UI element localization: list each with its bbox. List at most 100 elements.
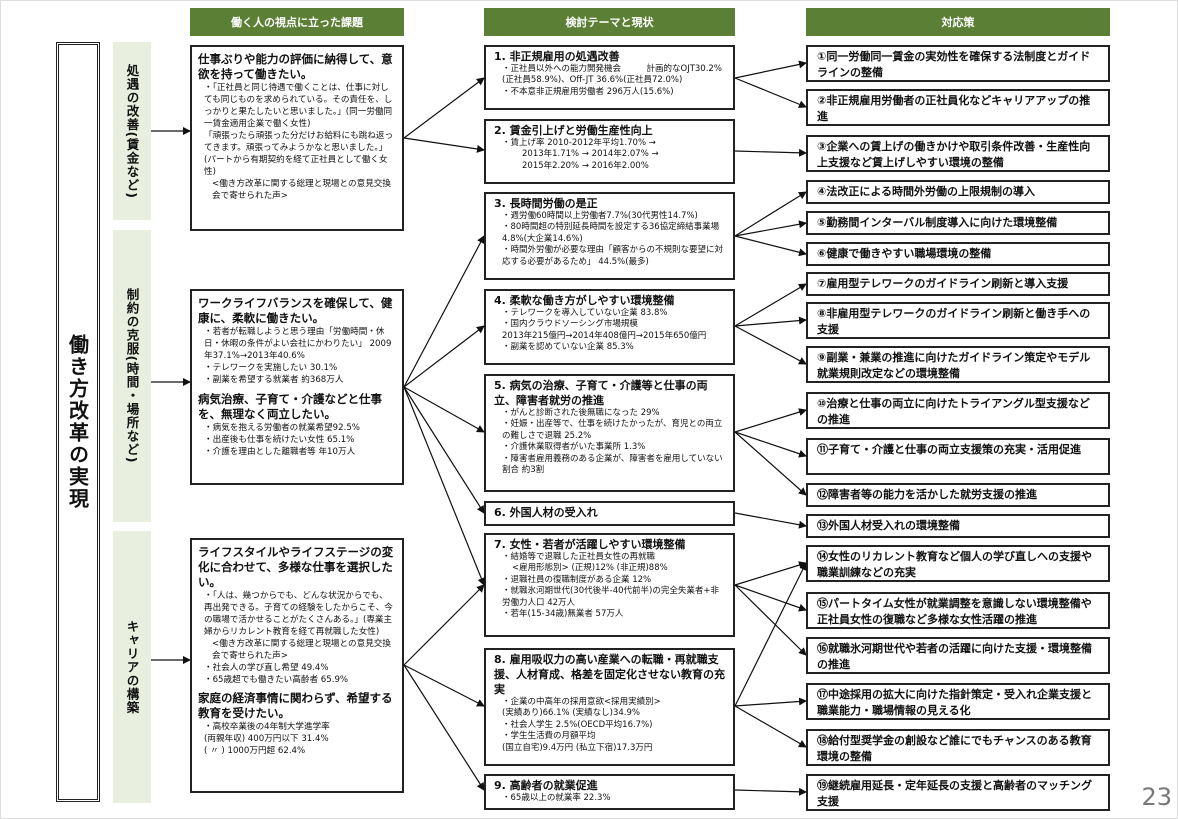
response-box-13: ⑬外国人材受入れの環境整備 [806,514,1110,538]
issue-box-1: 仕事ぶりや能力の評価に納得して、意欲を持って働きたい。 ・「正社員と同じ待遇で働… [190,45,404,231]
arrow [403,664,485,707]
response-box-3: ③企業への賃上げの働きかけや取引条件改善・生産性向上支援など賃上げしやすい環境の… [806,135,1110,172]
main-title-box: 働き方改革の実現 [56,42,100,802]
issue-detail: ・若者が転職しようと思う理由「労働時間・休日・休暇の条件がよい会社にかわりたい」… [204,327,392,361]
theme-title: 5. 病気の治療、子育て・介護等と仕事の両立、障害者就労の推進 [494,379,708,407]
arrow [403,584,485,666]
theme-box-6: 6. 外国人材の受入れ [484,501,735,526]
theme-detail: 2013年215億円→2014年408億円→2015年650億円 [502,330,707,341]
response-box-10: ⑩治療と仕事の両立に向けたトライアングル型支援などの推進 [806,392,1110,429]
issue-heading: 仕事ぶりや能力の評価に納得して、意欲を持って働きたい。 [198,52,393,81]
theme-detail: ・退職社員の復職制度がある企業 12% [502,574,652,585]
arrow [403,137,485,153]
theme-detail: ・妊娠・出産等で、仕事を続けたかったが、育児との両立の難しさで退職 25.2% [502,419,723,441]
themes-header: 検討テーマと現状 [484,8,735,36]
theme-detail: ・がんと診断された後無職になった 29% [502,408,660,418]
issue-detail: ・65歳超でも働きたい高齢者 65.9% [204,675,349,685]
response-box-9: ⑨副業・兼業の推進に向けたガイドライン策定やモデル就業規則改定などの環境整備 [806,346,1110,383]
theme-box-4: 4. 柔軟な働き方がしやすい環境整備 ・テレワークを導入していない企業 83.8… [484,289,735,365]
theme-detail: ・就職氷河期世代(30代後半-40代前半)の完全失業者+非労働力人口 42万人 [502,586,719,608]
arrow [734,148,807,157]
theme-box-1: 1. 非正規雇用の処遇改善 ・正社員以外への能力開発機会 計画的なOJT30.2… [484,45,735,110]
theme-detail: ・国内クラウドソーシング市場規模 [502,319,638,330]
theme-detail: ・副業を認めていない企業 85.3% [502,342,634,353]
page-number: 23 [1141,783,1172,811]
arrow [734,235,807,257]
arrow [734,316,807,327]
theme-title: 4. 柔軟な働き方がしやすい環境整備 [494,294,675,307]
main-title: 働き方改革の実現 [65,334,90,510]
category-career: キャリアの構築 [113,531,151,803]
issue-box-2: ワークライフバランスを確保して、健康に、柔軟に働きたい。 ・若者が転職しようと思… [190,289,404,485]
theme-title: 3. 長時間労働の是正 [494,197,598,210]
arrow [403,386,486,586]
issue-detail: 「頑張ったら頑張った分だけお給料にも跳ね返ってきます。頑張ってみようかなと思いま… [204,131,394,177]
theme-detail: ・週労働60時間以上労働者7.7%(30代男性14.7%) [502,211,698,221]
arrow [734,431,807,458]
arrow [734,512,807,529]
arrow [403,325,485,388]
arrow [734,584,807,612]
arrow [734,561,807,586]
arrow [734,697,807,707]
arrow [734,220,807,237]
issue-detail: ・社会人の学び直し希望 49.4% [204,663,329,673]
category-label: 制約の克服(時間・場所など) [124,288,140,464]
response-box-1: ①同一労働同一賃金の実効性を確保する法制度とガイドラインの整備 [806,45,1110,82]
issue-detail: <働き方改革に関する総理と現場との意見交換会で寄せられた声> [212,639,391,661]
arrow [734,705,807,748]
issue-detail: ・「正社員と同じ待遇で働くことは、仕事に対しても同じものを求められている。その責… [204,83,393,129]
arrow [734,408,807,433]
response-box-17: ⑰中途採用の拡大に向けた指針策定・受入れ企業支援と職業能力・職場情報の見える化 [806,683,1110,720]
theme-detail: ・障害者雇用義務のある企業が、障害者を雇用していない割合 約3割 [502,453,723,476]
theme-box-3: 3. 長時間労働の是正 ・週労働60時間以上労働者7.7%(30代男性14.7%… [484,192,735,280]
response-box-4: ④法改正による時間外労働の上限規制の導入 [806,180,1110,204]
theme-detail: <雇用形態別> (正規)12% (非正規)88% [512,563,668,574]
response-box-16: ⑯就職氷河期世代や若者の活躍に向けた支援・環境整備の推進 [806,637,1110,674]
arrow [734,283,807,327]
issue-detail: ・「人は、幾つからでも、どんな状況からでも、再出発できる。子育ての経験をしたから… [204,591,393,637]
response-box-19: ⑲継続雇用延長・定年延長の支援と高齢者のマッチング支援 [806,774,1110,811]
response-box-18: ⑱給付型奨学金の創設など誰にでもチャンスのある教育環境の整備 [806,729,1110,766]
issue-detail: ・高校卒業後の4年制大学進学率 [204,722,330,732]
arrow [403,664,485,791]
theme-detail: ・不本意非正規雇用労働者 296万人(15.6%) [502,86,674,97]
category-label: 処遇の改善(賃金など) [124,63,140,199]
issue-heading-2: 家庭の経済事情に関わらず、希望する教育を受けたい。 [198,691,393,720]
arrow [734,787,807,796]
issue-detail: (両親年収) 400万円以下 31.4% [204,734,329,744]
issue-detail: ・副業を希望する就業者 約368万人 [204,375,344,385]
response-box-15: ⑮パートタイム女性が就業調整を意識しない環境整備や正社員女性の復職など多様な女性… [806,592,1110,629]
theme-detail: ・80時間超の特別延長時間を設定する36協定締結事業場 4.8%(大企業14.6… [502,222,720,244]
theme-detail: ・若年(15-34歳)無業者 57万人 [502,609,624,620]
category-constraints: 制約の克服(時間・場所など) [113,230,151,522]
arrow [734,562,807,707]
response-box-2: ②非正規雇用労働者の正社員化などキャリアアップの推進 [806,89,1110,126]
arrow [734,191,807,237]
issue-box-3: ライフスタイルやライフステージの変化に合わせて、多様な仕事を選択したい。 ・「人… [190,538,404,793]
issue-detail: ( 〃 ) 1000万円超 62.4% [204,746,306,756]
theme-detail: ・賃上げ率 2010-2012年平均1.70% → [502,138,656,148]
arrow [403,235,485,388]
theme-detail: 2015年2.20% → 2016年2.00% [522,160,649,171]
arrow [403,386,485,514]
response-box-14: ⑭女性のリカレント教育など個人の学び直しへの支援や職業訓練などの充実 [806,545,1110,582]
responses-header: 対応策 [806,8,1110,36]
theme-title: 1. 非正規雇用の処遇改善 [494,50,620,63]
category-treatment: 処遇の改善(賃金など) [113,42,151,220]
response-box-7: ⑦雇用型テレワークのガイドライン刷新と導入支援 [806,272,1110,296]
arrow [734,60,807,79]
theme-detail: ・正社員以外への能力開発機会 計画的なOJT30.2%(正社員58.9%)、Of… [502,64,722,86]
response-box-5: ⑤勤務間インターバル制度導入に向けた環境整備 [806,211,1110,235]
theme-title: 8. 雇用吸収力の高い産業への転職・再就職支援、人材育成、格差を固定化させない教… [494,653,725,696]
theme-box-8: 8. 雇用吸収力の高い産業への転職・再就職支援、人材育成、格差を固定化させない教… [484,648,735,766]
theme-box-2: 2. 賃金引上げと労働生産性向上 ・賃上げ率 2010-2012年平均1.70%… [484,119,735,184]
issue-heading: ライフスタイルやライフステージの変化に合わせて、多様な仕事を選択したい。 [198,545,394,589]
category-label: キャリアの構築 [124,619,140,715]
response-box-8: ⑧非雇用型テレワークのガイドライン刷新と働き手への支援 [806,302,1110,339]
theme-detail: 2013年1.71% → 2014年2.07% → [522,149,659,160]
theme-title: 6. 外国人材の受入れ [494,506,598,519]
theme-detail: ・時間外労働が必要な理由「顧客からの不規則な要望に対応する必要があるため」 44… [502,245,724,267]
issue-heading-2: 病気治療、子育て・介護などと仕事を、無理なく両立したい。 [198,392,382,421]
theme-detail: (国立自宅)9.4万円 (私立下宿)17.3万円 [502,742,653,753]
